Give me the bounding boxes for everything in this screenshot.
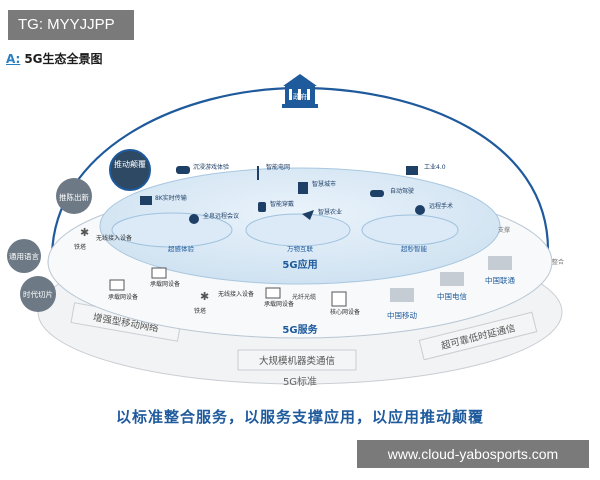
app-surgery-label: 远程手术: [429, 202, 453, 210]
svc-rail1-label: 铁塔: [74, 243, 86, 251]
mobile-label: 中国移动: [387, 310, 417, 320]
svc-wireless1-label: 无线接入设备: [96, 234, 132, 242]
svc-fiber-label: 光纤光缆: [292, 293, 316, 301]
service-item-rail1: ✱ 铁塔: [74, 226, 89, 251]
support-label: 支撑: [498, 226, 510, 234]
group-experience: 超感体验: [168, 244, 195, 253]
bubble-tuichen: 推陈出新: [56, 178, 92, 214]
group-intelligence: 超秒智能: [401, 244, 428, 253]
building-icon: [390, 288, 414, 302]
app-industry-label: 工业4.0: [424, 163, 446, 171]
tower-icon: ✱: [80, 226, 89, 239]
router-icon: [151, 267, 167, 279]
factory-icon: [406, 166, 418, 175]
operator-telecom: 中国电信: [437, 272, 467, 301]
router-icon: [265, 287, 281, 299]
app-grid-label: 智能电网: [266, 163, 290, 171]
shidai-text: 时代切片: [23, 289, 53, 299]
app-meeting-label: 全息远程会议: [203, 212, 239, 220]
watch-icon: [258, 202, 266, 212]
svc-bearer1-label: 承载网设备: [108, 293, 138, 301]
app-item-wear: 智能穿戴: [258, 200, 294, 212]
diagram-heading: A:5G生态全景图: [6, 50, 103, 67]
app-item-hd: 8K实时传输: [140, 194, 187, 205]
app-item-meeting: 全息远程会议: [189, 212, 239, 224]
app-agri-label: 智慧农业: [318, 208, 342, 216]
mmtc-label: 大规模机器类通信: [259, 355, 335, 367]
group-iot: 万物互联: [287, 244, 314, 253]
service-item-wireless2: 无线接入设备: [218, 290, 254, 298]
tongyong-text: 通用语言: [9, 251, 39, 261]
application-label: 5G应用: [282, 258, 317, 271]
car-icon: [370, 190, 384, 197]
bubble-shidai: 时代切片: [20, 276, 56, 312]
svc-bearer2-label: 承载网设备: [150, 280, 180, 288]
operator-unicom: 中国联通: [485, 256, 515, 285]
watermark: www.cloud-yabosports.com: [357, 440, 589, 468]
app-item-grid: 智能电网: [257, 163, 290, 180]
gov-label: 政府: [293, 92, 307, 101]
bubble-tongyong: 通用语言: [7, 239, 41, 273]
svc-rail2-label: 铁塔: [194, 307, 206, 315]
application-layer: 超感体验 万物互联 超秒智能 5G应用: [99, 167, 501, 285]
svc-wireless2-label: 无线接入设备: [218, 290, 254, 298]
heading-prefix: A:: [6, 52, 21, 66]
service-item-bearer1: 承载网设备: [108, 279, 138, 301]
monitor-icon: [140, 196, 152, 205]
app-vr-label: 沉浸游戏体验: [193, 163, 229, 171]
app-item-city: 智慧城市: [298, 180, 336, 194]
app-item-industry: 工业4.0: [406, 163, 446, 175]
telecom-label: 中国电信: [437, 291, 467, 301]
service-label: 5G服务: [282, 323, 318, 336]
router-icon: [109, 279, 125, 291]
gamepad-icon: [176, 166, 190, 174]
service-item-rail2: ✱ 铁塔: [194, 290, 209, 315]
app-item-surgery: 远程手术: [415, 202, 453, 215]
app-item-vr: 沉浸游戏体验: [176, 163, 229, 174]
server-icon: [331, 291, 347, 307]
app-wear-label: 智能穿戴: [270, 200, 294, 208]
app-item-drive: 自动驾驶: [370, 187, 414, 197]
screen-tag: TG: MYYJJPP: [8, 10, 134, 40]
app-item-agri: 智慧农业: [302, 208, 342, 220]
service-item-wireless1: 无线接入设备: [96, 234, 132, 242]
svc-bearer3-label: 承载网设备: [264, 300, 294, 308]
tagline: 以标准整合服务，以服务支撑应用，以应用推动颠覆: [115, 408, 484, 426]
standard-label: 5G标准: [283, 376, 317, 388]
svc-core-label: 核心网设备: [330, 308, 360, 316]
heading-title: 5G生态全景图: [24, 52, 103, 66]
tuidong-line1: 推动颠覆: [114, 159, 146, 169]
city-icon: [298, 182, 308, 194]
meeting-icon: [189, 214, 199, 224]
service-item-bearer3: 承载网设备: [264, 287, 294, 308]
integrate-label: 整合: [552, 258, 564, 266]
bubble-tuidong: 推动颠覆: [109, 149, 151, 191]
tuichen-text: 推陈出新: [59, 192, 89, 202]
operator-mobile: 中国移动: [387, 288, 417, 320]
app-hd-label: 8K实时传输: [155, 194, 187, 202]
app-drive-label: 自动驾驶: [390, 187, 414, 195]
building-icon: [440, 272, 464, 286]
tower-icon: ✱: [200, 290, 209, 303]
government-node: 政府: [282, 74, 318, 108]
building-icon: [488, 256, 512, 270]
drone-icon: [302, 210, 314, 220]
app-city-label: 智慧城市: [312, 180, 336, 188]
service-item-fiber: 光纤光缆: [292, 293, 316, 301]
service-item-bearer2: 承载网设备: [150, 267, 180, 288]
unicom-label: 中国联通: [485, 275, 515, 285]
service-item-core: 核心网设备: [330, 291, 360, 316]
surgery-icon: [415, 205, 425, 215]
